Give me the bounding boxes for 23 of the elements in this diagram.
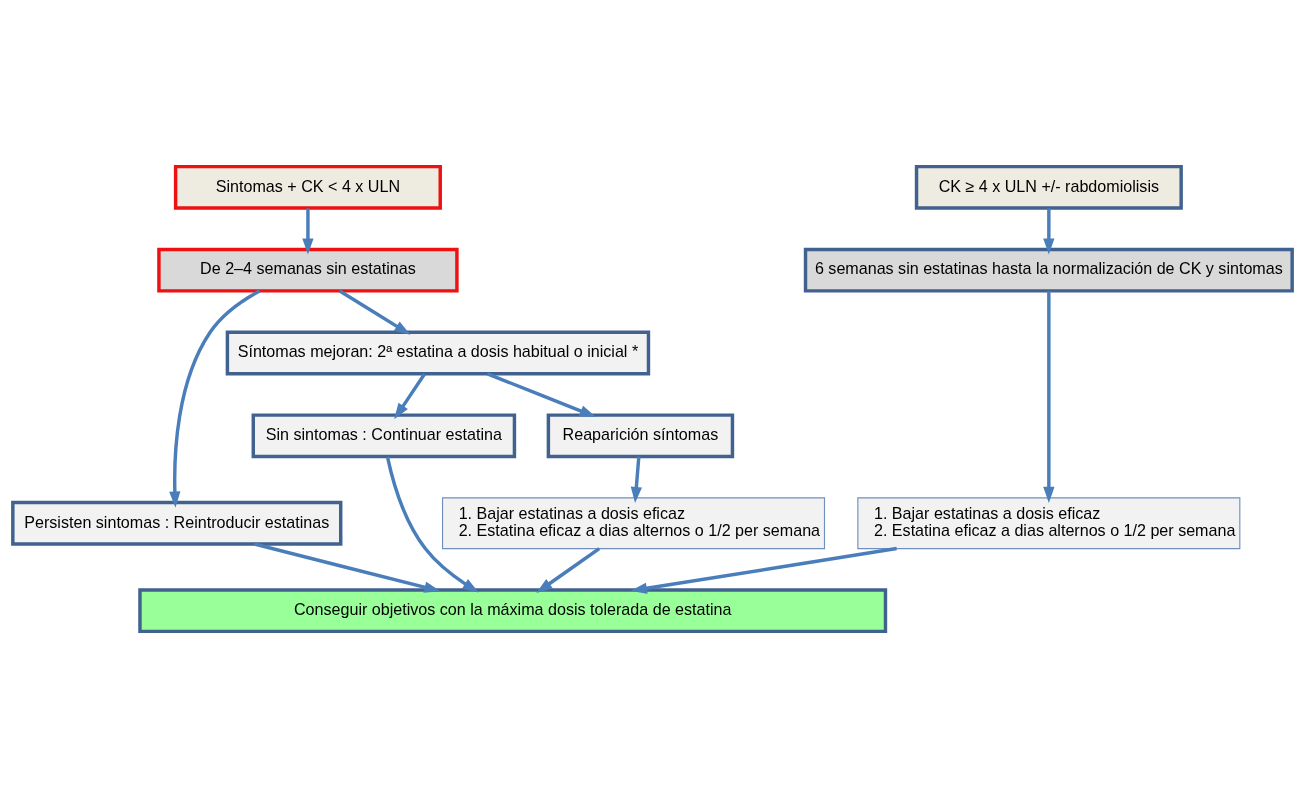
arrow: [394, 373, 426, 420]
arrow: [302, 208, 314, 255]
node-box: Persisten sintomas : Reintroducir estatinas: [11, 500, 343, 546]
node-box: 6 semanas sin estatinas hasta la normalización de CK y sintomas: [803, 247, 1294, 293]
arrow: [536, 547, 601, 593]
arrow: [1043, 291, 1055, 504]
arrow: [486, 372, 596, 417]
node-box: 1. Bajar estatinas a dosis eficaz 2. Estatina eficaz a dias alternos o 1/2 per semana: [857, 497, 1241, 550]
arrow: [338, 289, 411, 335]
arrow: [253, 542, 441, 593]
arrow: [1043, 208, 1055, 255]
arrow: [630, 456, 642, 504]
node-box: De 2–4 semanas sin estatinas: [157, 247, 459, 293]
arrow: [385, 456, 479, 593]
arrow: [630, 546, 897, 594]
node-box: CK ≥ 4 x ULN +/- rabdomiolisis: [914, 164, 1183, 210]
node-box: Conseguir objetivos con la máxima dosis tolerada de estatina: [138, 588, 888, 634]
node-box: Reaparición síntomas: [546, 413, 735, 459]
node-box: 1. Bajar estatinas a dosis eficaz 2. Estatina eficaz a dias alternos o 1/2 per semana: [441, 497, 826, 550]
arrow: [169, 289, 261, 508]
node-box: Sin sintomas : Continuar estatina: [251, 413, 517, 459]
node-box: Síntomas mejoran: 2ª estatina a dosis habitual o inicial *: [225, 330, 651, 376]
node-box: Sintomas + CK < 4 x ULN: [173, 164, 442, 210]
